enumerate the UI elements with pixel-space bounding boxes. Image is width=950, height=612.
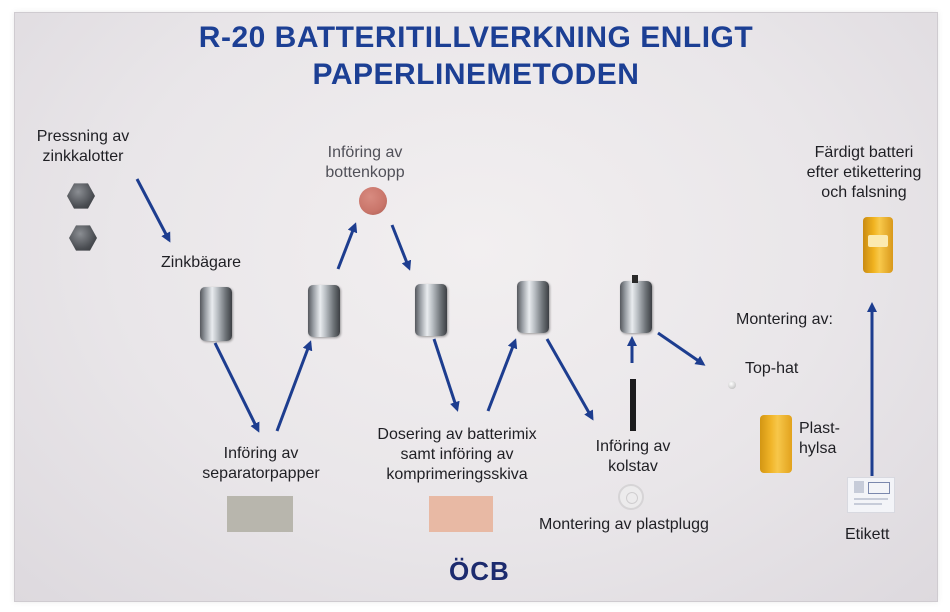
label-fardigt: Färdigt batteri efter etikettering och f…: [799, 143, 929, 203]
label-tophat: Top-hat: [745, 360, 799, 377]
arrow-cup4-down: [545, 338, 594, 421]
carbon-rod: [630, 379, 636, 431]
label-kolstav: Införing av kolstav: [583, 437, 683, 477]
title-line-2: PAPERLINEMETODEN: [312, 58, 640, 91]
display-board: R-20 BATTERITILLVERKNING ENLIGT PAPERLIN…: [14, 12, 938, 602]
label-bottenkopp-line1: Införing av: [327, 144, 403, 161]
title-line-1: R-20 BATTERITILLVERKNING ENLIGT: [198, 21, 754, 54]
label-etikett: Etikett: [845, 526, 890, 543]
zinc-can-5: [620, 281, 652, 333]
label-plasthylsa-line2: hylsa: [799, 440, 837, 457]
zinc-can-2: [308, 285, 340, 337]
arrow-up-to-cup4: [486, 338, 518, 412]
arrow-up-to-cup2: [275, 340, 313, 432]
plastic-plug: [618, 484, 644, 510]
label-plasthylsa-line1: Plast-: [799, 420, 840, 437]
arrow-up-to-bottom: [336, 222, 358, 270]
process-arrows: [135, 178, 877, 476]
label-fardigt-line3: och falsning: [821, 184, 907, 201]
label-separator-line1: Införing av: [223, 445, 299, 462]
arrow-bottom-down: [390, 224, 412, 271]
label-dosering-line2: samt införing av: [400, 446, 514, 463]
finished-battery: [863, 217, 893, 273]
ocb-logo: ÖCB: [449, 556, 510, 586]
plastic-sleeve-sample: [760, 415, 792, 473]
carbon-rod-tip: [632, 275, 638, 283]
arrow-cup3-down: [432, 338, 460, 412]
label-kolstav-line1: Införing av: [595, 438, 671, 455]
zinc-can-3: [415, 284, 447, 336]
label-zinkbagare: Zinkbägare: [161, 254, 242, 271]
compression-disc-sample: [429, 496, 493, 532]
label-kolstav-line2: kolstav: [608, 458, 658, 475]
arrow-cup1-down: [213, 342, 260, 433]
label-bottenkopp-line2: bottenkopp: [325, 164, 405, 181]
label-plasthylsa: Plast- hylsa: [799, 419, 840, 459]
arrow-press-to-cup: [135, 178, 171, 243]
zinc-can-1: [200, 287, 232, 341]
zinc-slug-1: [67, 183, 95, 209]
label-dosering-line3: komprimeringsskiva: [386, 466, 528, 483]
label-montering: Montering av:: [736, 311, 833, 328]
label-pressning: Pressning av zinkkalotter: [23, 127, 143, 167]
label-pressning-line1: Pressning av: [36, 128, 130, 145]
zinc-can-4: [517, 281, 549, 333]
label-separator: Införing av separatorpapper: [190, 444, 332, 484]
label-dosering-line1: Dosering av batterimix: [377, 426, 537, 443]
arrow-cup5-right: [657, 331, 706, 366]
top-hat-sample: [728, 381, 736, 389]
label-sticker-sample: [847, 477, 895, 513]
label-dosering: Dosering av batterimix samt införing av …: [367, 425, 547, 485]
label-separator-line2: separatorpapper: [202, 465, 320, 482]
bottom-cup-sample: [359, 187, 387, 215]
zinc-slug-2: [69, 225, 97, 251]
label-pressning-line2: zinkkalotter: [42, 148, 124, 165]
label-plastplugg: Montering av plastplugg: [539, 516, 709, 533]
label-fardigt-line2: efter etikettering: [806, 164, 922, 181]
separator-paper-sample: [227, 496, 293, 532]
label-fardigt-line1: Färdigt batteri: [814, 144, 914, 161]
label-bottenkopp: Införing av bottenkopp: [323, 143, 407, 183]
